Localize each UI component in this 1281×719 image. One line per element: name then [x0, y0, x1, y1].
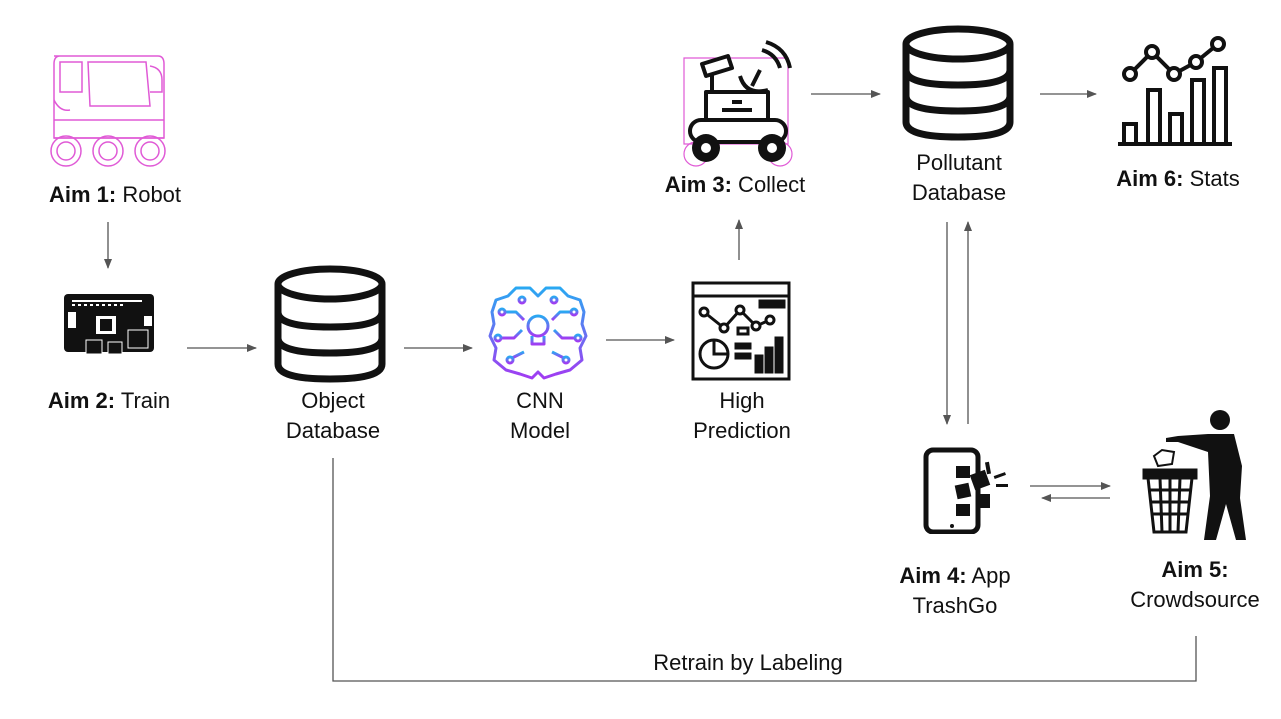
- aim4-line2: TrashGo: [912, 593, 998, 618]
- object-db-line1: Object: [301, 388, 365, 413]
- cnn-model-label: CNN Model: [480, 386, 600, 446]
- aim5-label: Aim 5: Crowdsource: [1110, 555, 1280, 615]
- aim3-text: Collect: [731, 172, 806, 197]
- cnn-line1: CNN: [516, 388, 564, 413]
- aim6-label: Aim 6: Stats: [1094, 164, 1262, 194]
- smartphone-app-icon: [923, 447, 1008, 534]
- cnn-line2: Model: [510, 418, 570, 443]
- rover-robot-icon: [683, 40, 793, 167]
- aim3-bold: Aim 3:: [664, 172, 732, 197]
- aim2-text: Train: [115, 388, 171, 413]
- stats-chart-icon: [1118, 36, 1232, 146]
- aim3-label: Aim 3: Collect: [640, 170, 830, 200]
- aim4-text: App: [966, 563, 1011, 588]
- pollutant-db-line2: Database: [911, 180, 1007, 205]
- high-pred-line1: High: [719, 388, 765, 413]
- feedback-loop-line: [332, 458, 1197, 682]
- retrain-by-labeling-label: Retrain by Labeling: [653, 650, 843, 675]
- aim6-text: Stats: [1183, 166, 1240, 191]
- pollutant-database-icon: [902, 25, 1014, 141]
- pollutant-database-label: Pollutant Database: [884, 148, 1034, 208]
- aim1-label: Aim 1: Robot: [20, 180, 210, 210]
- aim2-label: Aim 2: Train: [20, 386, 198, 416]
- aim5-bold: Aim 5:: [1161, 557, 1229, 582]
- aim1-bold: Aim 1:: [48, 182, 117, 207]
- dashboard-icon: [691, 281, 791, 381]
- aim2-bold: Aim 2:: [47, 388, 116, 413]
- aim4-bold: Aim 4:: [899, 563, 967, 588]
- high-pred-line2: Prediction: [693, 418, 791, 443]
- aim4-label: Aim 4: App TrashGo: [870, 561, 1040, 621]
- object-database-label: Object Database: [258, 386, 408, 446]
- aim5-line2: Crowdsource: [1130, 587, 1260, 612]
- robot-vehicle-icon: [50, 55, 166, 167]
- brain-circuit-icon: [488, 286, 588, 380]
- aim1-text: Robot: [116, 182, 182, 207]
- object-db-line2: Database: [285, 418, 381, 443]
- high-prediction-label: High Prediction: [672, 386, 812, 446]
- circuit-board-icon: [64, 294, 154, 355]
- aim6-bold: Aim 6:: [1116, 166, 1184, 191]
- person-trash-bin-icon: [1142, 410, 1246, 540]
- pollutant-db-line1: Pollutant: [916, 150, 1002, 175]
- object-database-icon: [274, 265, 386, 383]
